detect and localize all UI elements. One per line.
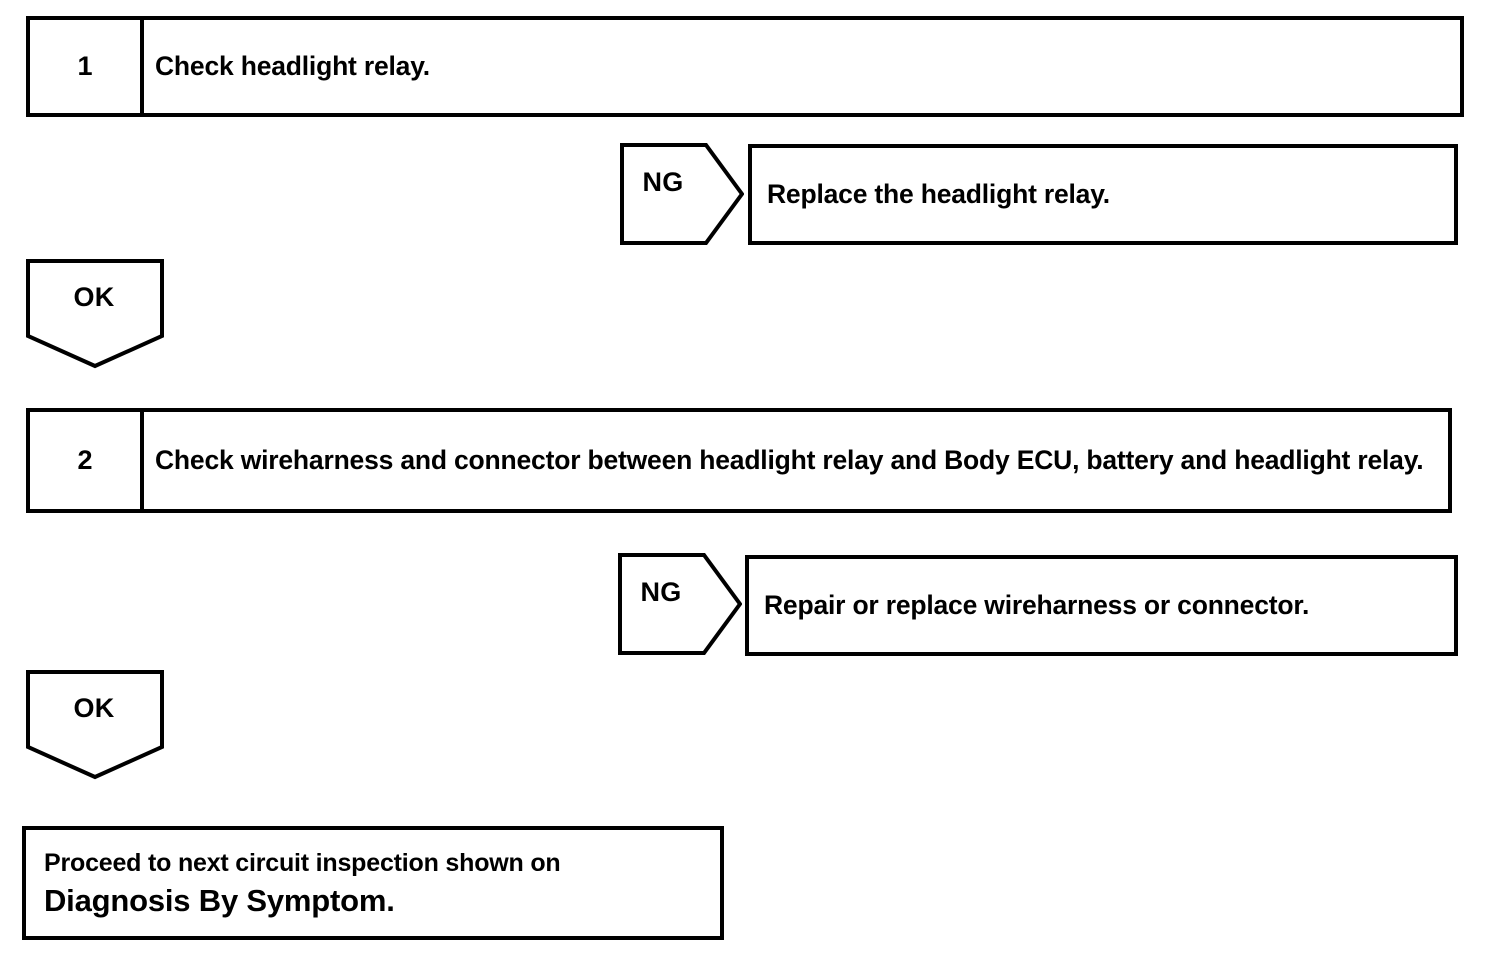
ok-pentagon-icon-1 [26, 259, 164, 369]
ng-label-1: NG [642, 167, 684, 197]
ok-label-2: OK [73, 693, 115, 723]
ok-connector-2: OK [26, 670, 164, 780]
ng-connector-2: NG [618, 553, 742, 655]
ng-action-text-1: Replace the headlight relay. [767, 179, 1110, 210]
ok-pentagon-icon-2 [26, 670, 164, 780]
step-box-2[interactable]: 2 Check wireharness and connector betwee… [26, 408, 1452, 513]
ng-pentagon-icon-2 [618, 553, 742, 655]
ng-connector-1: NG [620, 143, 744, 245]
step-number-2: 2 [30, 412, 144, 509]
ok-label-1: OK [73, 282, 115, 312]
ok-connector-1: OK [26, 259, 164, 369]
step-text-2: Check wireharness and connector between … [155, 445, 1424, 476]
terminal-text-line-2: Diagnosis By Symptom. [44, 882, 395, 918]
step-box-1[interactable]: 1 Check headlight relay. [26, 16, 1464, 117]
terminal-text-line-1: Proceed to next circuit inspection shown… [44, 848, 561, 877]
ng-pentagon-icon-1 [620, 143, 744, 245]
ng-action-text-2: Repair or replace wireharness or connect… [764, 590, 1310, 621]
step-text-1: Check headlight relay. [155, 51, 430, 82]
ng-action-box-2[interactable]: Repair or replace wireharness or connect… [745, 555, 1458, 656]
ng-action-box-1[interactable]: Replace the headlight relay. [748, 144, 1458, 245]
step-number-1: 1 [30, 20, 144, 113]
ng-label-2: NG [640, 577, 682, 607]
terminal-box[interactable]: Proceed to next circuit inspection shown… [22, 826, 724, 940]
